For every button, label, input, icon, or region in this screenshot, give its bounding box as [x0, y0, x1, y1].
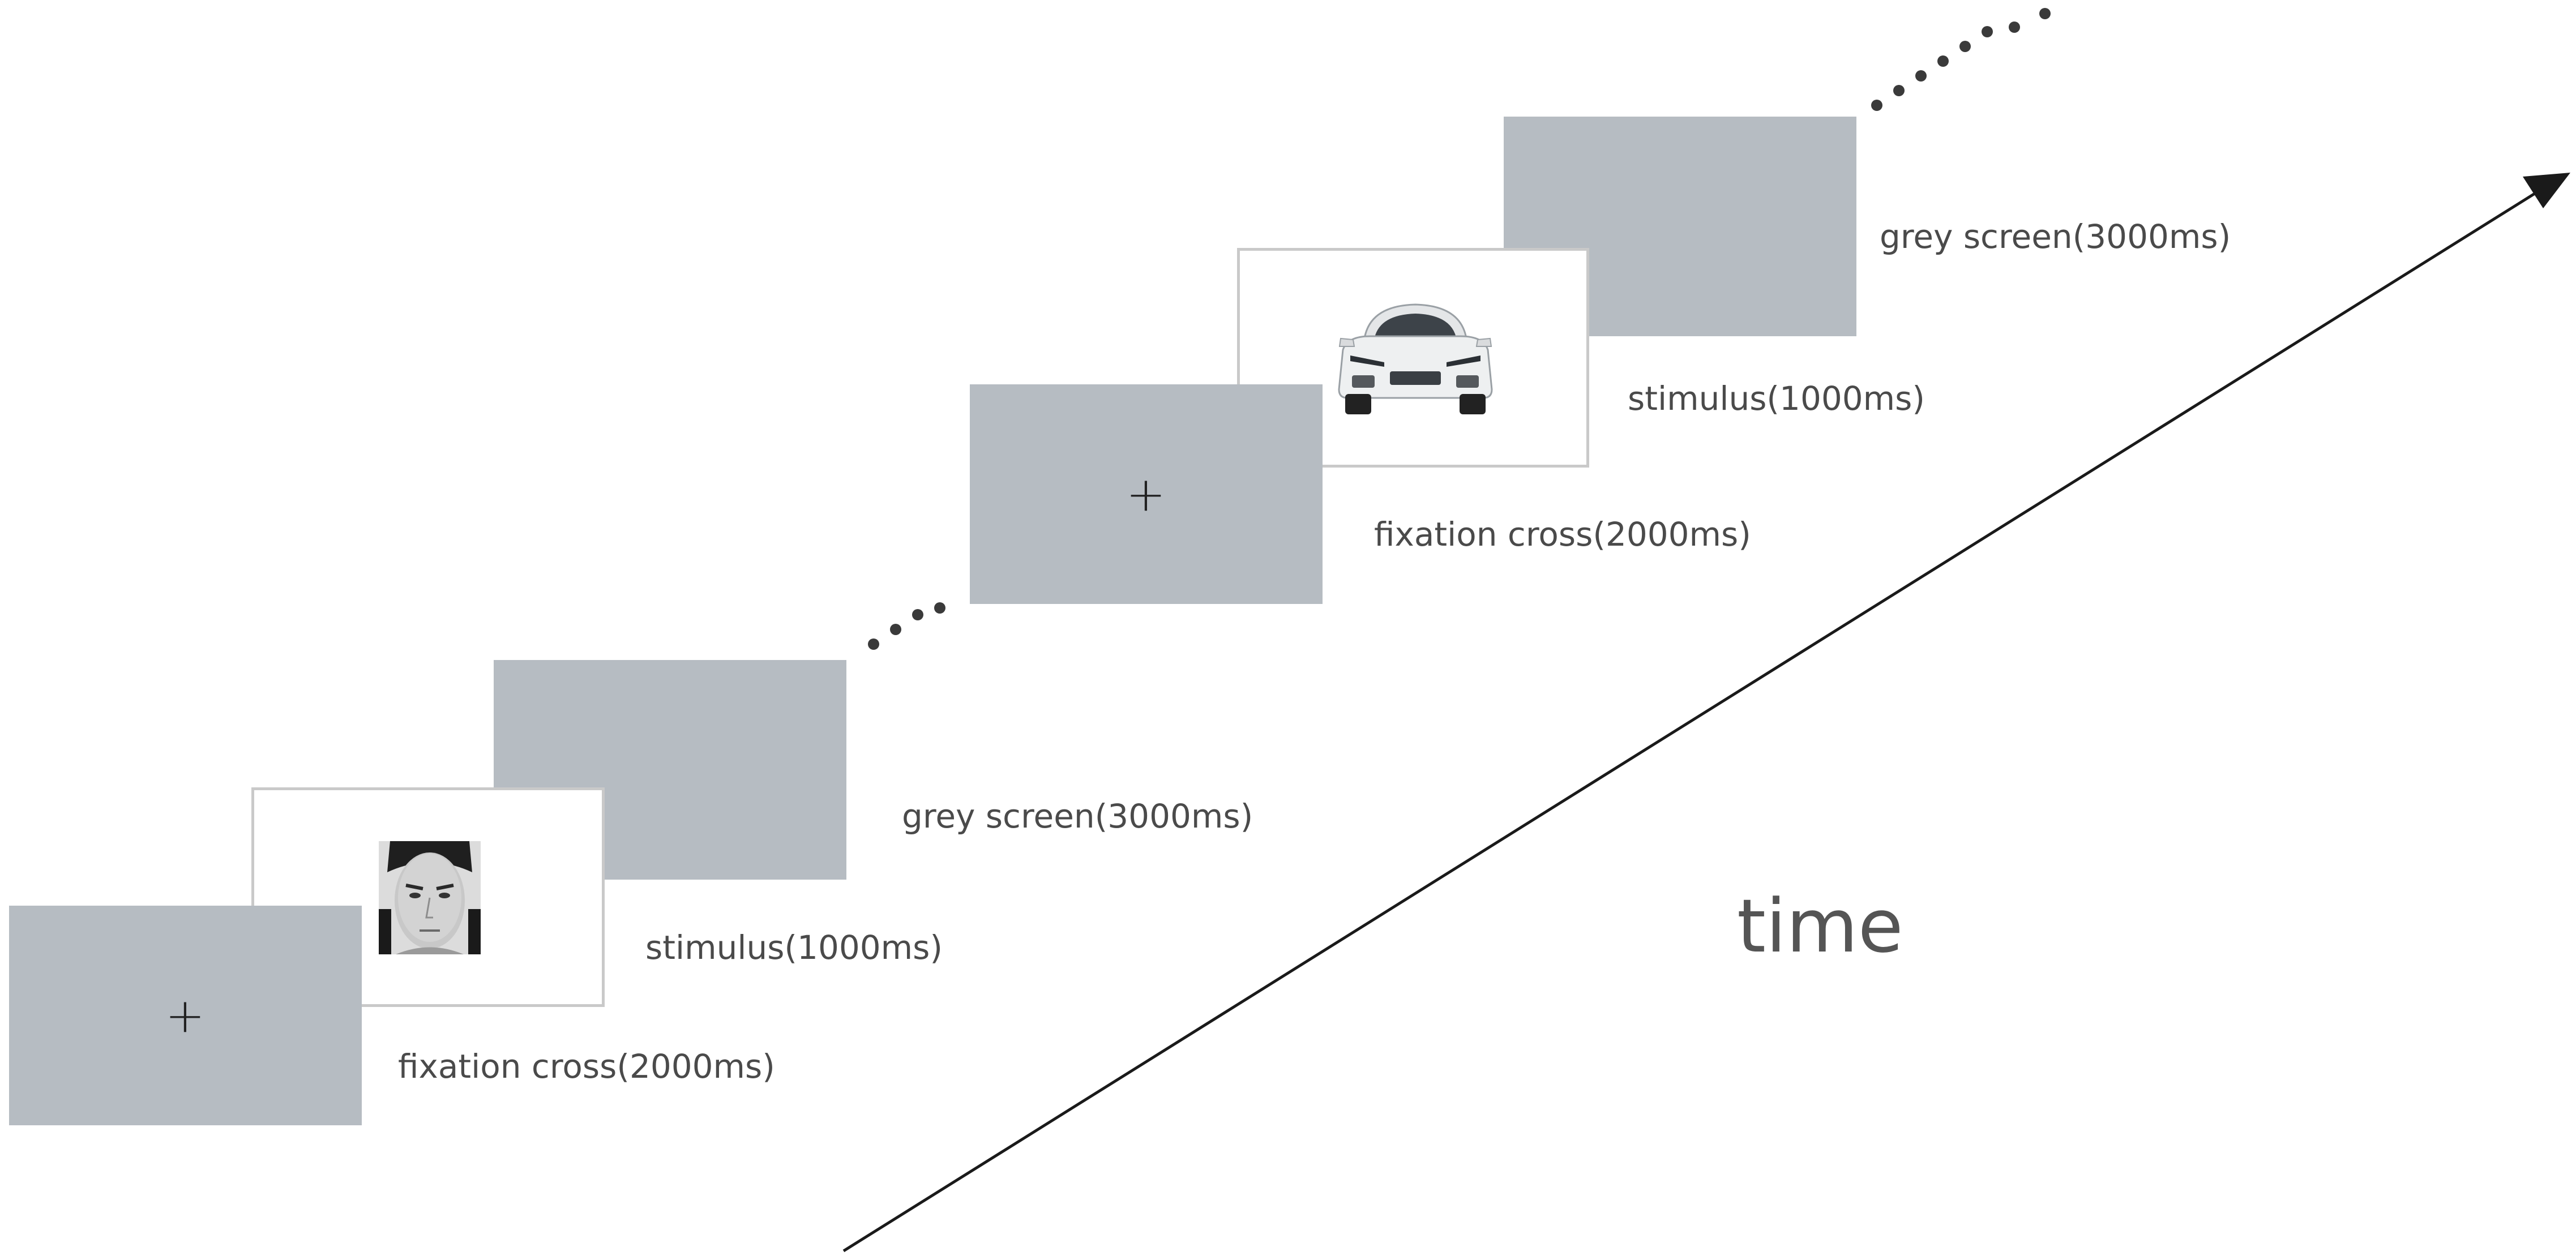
grey-screen-label-2: grey screen(3000ms)	[1880, 217, 2231, 256]
stimulus-screen-1	[251, 787, 605, 1007]
continuation-dot	[1937, 55, 1949, 67]
continuation-dot	[912, 609, 923, 620]
car-photo-icon	[1338, 303, 1493, 414]
continuation-dot	[1959, 41, 1971, 52]
continuation-dot	[2009, 22, 2020, 33]
grey-screen-label-1: grey screen(3000ms)	[902, 797, 1253, 835]
continuation-dot	[1893, 85, 1905, 96]
continuation-dot	[868, 638, 879, 650]
fixation-screen-2: +	[970, 384, 1323, 604]
continuation-dot	[1915, 70, 1927, 82]
fixation-cross: +	[1126, 466, 1166, 522]
continuation-dot	[934, 602, 945, 614]
fixation-label-1: fixation cross(2000ms)	[398, 1047, 775, 1086]
fixation-label-2: fixation cross(2000ms)	[1374, 515, 1751, 554]
stimulus-label-2: stimulus(1000ms)	[1628, 379, 1925, 418]
continuation-dot	[890, 624, 901, 635]
fixation-screen-1: +	[9, 906, 362, 1125]
continuation-dot	[2039, 8, 2051, 19]
stimulus-label-1: stimulus(1000ms)	[645, 928, 943, 967]
face-photo-icon	[379, 841, 481, 954]
continuation-dot	[1871, 100, 1882, 111]
fixation-cross: +	[165, 988, 206, 1043]
continuation-dot	[1982, 26, 1993, 37]
time-axis-label: time	[1737, 883, 1903, 969]
